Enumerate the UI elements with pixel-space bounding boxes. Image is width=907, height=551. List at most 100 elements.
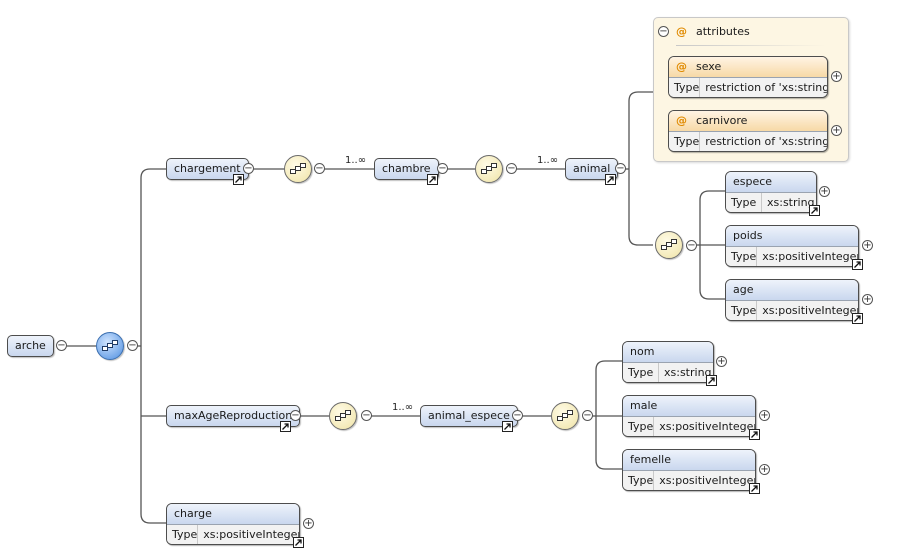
sequence-compositor-icon[interactable] [96, 332, 124, 360]
expand-plus-icon[interactable]: + [831, 71, 842, 82]
type-key: Type [623, 363, 659, 382]
sequence-compositor-icon[interactable] [284, 155, 312, 183]
sequence-compositor-icon[interactable] [329, 402, 357, 430]
element-label: age [733, 283, 754, 296]
reference-arrow-icon[interactable] [809, 205, 820, 216]
reference-arrow-icon[interactable] [502, 421, 513, 432]
element-chambre[interactable]: chambre [374, 158, 439, 180]
expand-plus-icon[interactable]: + [759, 464, 770, 475]
collapse-minus-icon[interactable]: − [437, 163, 448, 174]
element-label: femelle [630, 453, 672, 466]
sequence-compositor-icon[interactable] [655, 231, 683, 259]
element-age[interactable]: age Type xs:positiveInteger [725, 279, 859, 321]
element-label: maxAgeReproduction [174, 409, 293, 422]
reference-arrow-icon[interactable] [280, 421, 291, 432]
collapse-minus-icon[interactable]: − [127, 340, 138, 351]
element-chargement[interactable]: chargement [166, 158, 249, 180]
element-arche[interactable]: arche [7, 335, 54, 357]
sequence-glyph [661, 239, 677, 250]
reference-arrow-icon[interactable] [749, 483, 760, 494]
attribute-label: carnivore [696, 114, 748, 127]
reference-arrow-icon[interactable] [852, 313, 863, 324]
collapse-minus-icon[interactable]: − [361, 410, 372, 421]
element-maxAgeReproduction[interactable]: maxAgeReproduction [166, 405, 301, 427]
element-label: chargement [174, 162, 241, 175]
attribute-label: sexe [696, 60, 722, 73]
type-value: xs:string [664, 366, 712, 379]
element-label: chambre [382, 162, 431, 175]
type-key: Type [167, 525, 199, 544]
expand-plus-icon[interactable]: + [759, 410, 770, 421]
collapse-minus-icon[interactable]: − [582, 410, 593, 421]
collapse-minus-icon[interactable]: − [56, 340, 67, 351]
attribute-sexe[interactable]: @ sexe Type restriction of 'xs:string' [668, 56, 828, 98]
sequence-compositor-icon[interactable] [551, 402, 579, 430]
reference-arrow-icon[interactable] [706, 375, 717, 386]
collapse-minus-icon[interactable]: − [314, 163, 325, 174]
collapse-minus-icon[interactable]: − [686, 240, 697, 251]
element-espece[interactable]: espece Type xs:string [725, 171, 817, 213]
collapse-minus-icon[interactable]: − [512, 410, 523, 421]
type-key: Type [669, 132, 701, 151]
reference-arrow-icon[interactable] [293, 537, 304, 548]
element-label: male [630, 399, 658, 412]
attributes-title: attributes [696, 25, 750, 38]
expand-plus-icon[interactable]: + [716, 356, 727, 367]
sequence-glyph [290, 163, 306, 174]
type-value: restriction of 'xs:string' [705, 135, 828, 148]
collapse-minus-icon[interactable]: − [506, 163, 517, 174]
reference-arrow-icon[interactable] [852, 259, 863, 270]
type-value: xs:positiveInteger [203, 528, 300, 541]
expand-plus-icon[interactable]: + [831, 125, 842, 136]
type-key: Type [726, 193, 762, 212]
sequence-compositor-icon[interactable] [475, 155, 503, 183]
attributes-divider [676, 45, 826, 46]
type-key: Type [726, 247, 758, 266]
collapse-minus-icon[interactable]: − [658, 26, 669, 37]
cardinality-label: 1..∞ [537, 155, 559, 166]
attribute-carnivore[interactable]: @ carnivore Type restriction of 'xs:string… [668, 110, 828, 152]
type-key: Type [669, 78, 701, 97]
collapse-minus-icon[interactable]: − [615, 163, 626, 174]
element-poids[interactable]: poids Type xs:positiveInteger [725, 225, 859, 267]
element-label: animal_espece [428, 409, 510, 422]
element-label: charge [174, 507, 212, 520]
collapse-minus-icon[interactable]: − [243, 163, 254, 174]
expand-plus-icon[interactable]: + [819, 186, 830, 197]
expand-plus-icon[interactable]: + [303, 518, 314, 529]
sequence-glyph [102, 340, 118, 351]
element-label: poids [733, 229, 763, 242]
type-key: Type [726, 301, 758, 320]
element-charge[interactable]: charge Type xs:positiveInteger [166, 503, 300, 545]
reference-arrow-icon[interactable] [233, 174, 244, 185]
attribute-at-icon: @ [676, 60, 687, 73]
type-value: xs:positiveInteger [762, 304, 859, 317]
element-nom[interactable]: nom Type xs:string [622, 341, 714, 383]
type-key: Type [623, 417, 655, 436]
element-male[interactable]: male Type xs:positiveInteger [622, 395, 756, 437]
collapse-minus-icon[interactable]: − [290, 410, 301, 421]
reference-arrow-icon[interactable] [605, 174, 616, 185]
type-value: restriction of 'xs:string' [705, 81, 828, 94]
sequence-glyph [335, 410, 351, 421]
cardinality-label: 1..∞ [345, 155, 367, 166]
element-animal-espece[interactable]: animal_espece [420, 405, 518, 427]
reference-arrow-icon[interactable] [427, 174, 438, 185]
type-value: xs:string [767, 196, 815, 209]
expand-plus-icon[interactable]: + [862, 240, 873, 251]
type-value: xs:positiveInteger [762, 250, 859, 263]
reference-arrow-icon[interactable] [749, 429, 760, 440]
element-label: arche [15, 339, 46, 352]
attribute-at-icon: @ [676, 25, 687, 38]
element-label: espece [733, 175, 773, 188]
type-value: xs:positiveInteger [659, 420, 756, 433]
type-value: xs:positiveInteger [659, 474, 756, 487]
attribute-at-icon: @ [676, 114, 687, 127]
cardinality-label: 1..∞ [392, 402, 414, 413]
element-label: nom [630, 345, 655, 358]
sequence-glyph [481, 163, 497, 174]
element-label: animal [573, 162, 611, 175]
expand-plus-icon[interactable]: + [862, 294, 873, 305]
